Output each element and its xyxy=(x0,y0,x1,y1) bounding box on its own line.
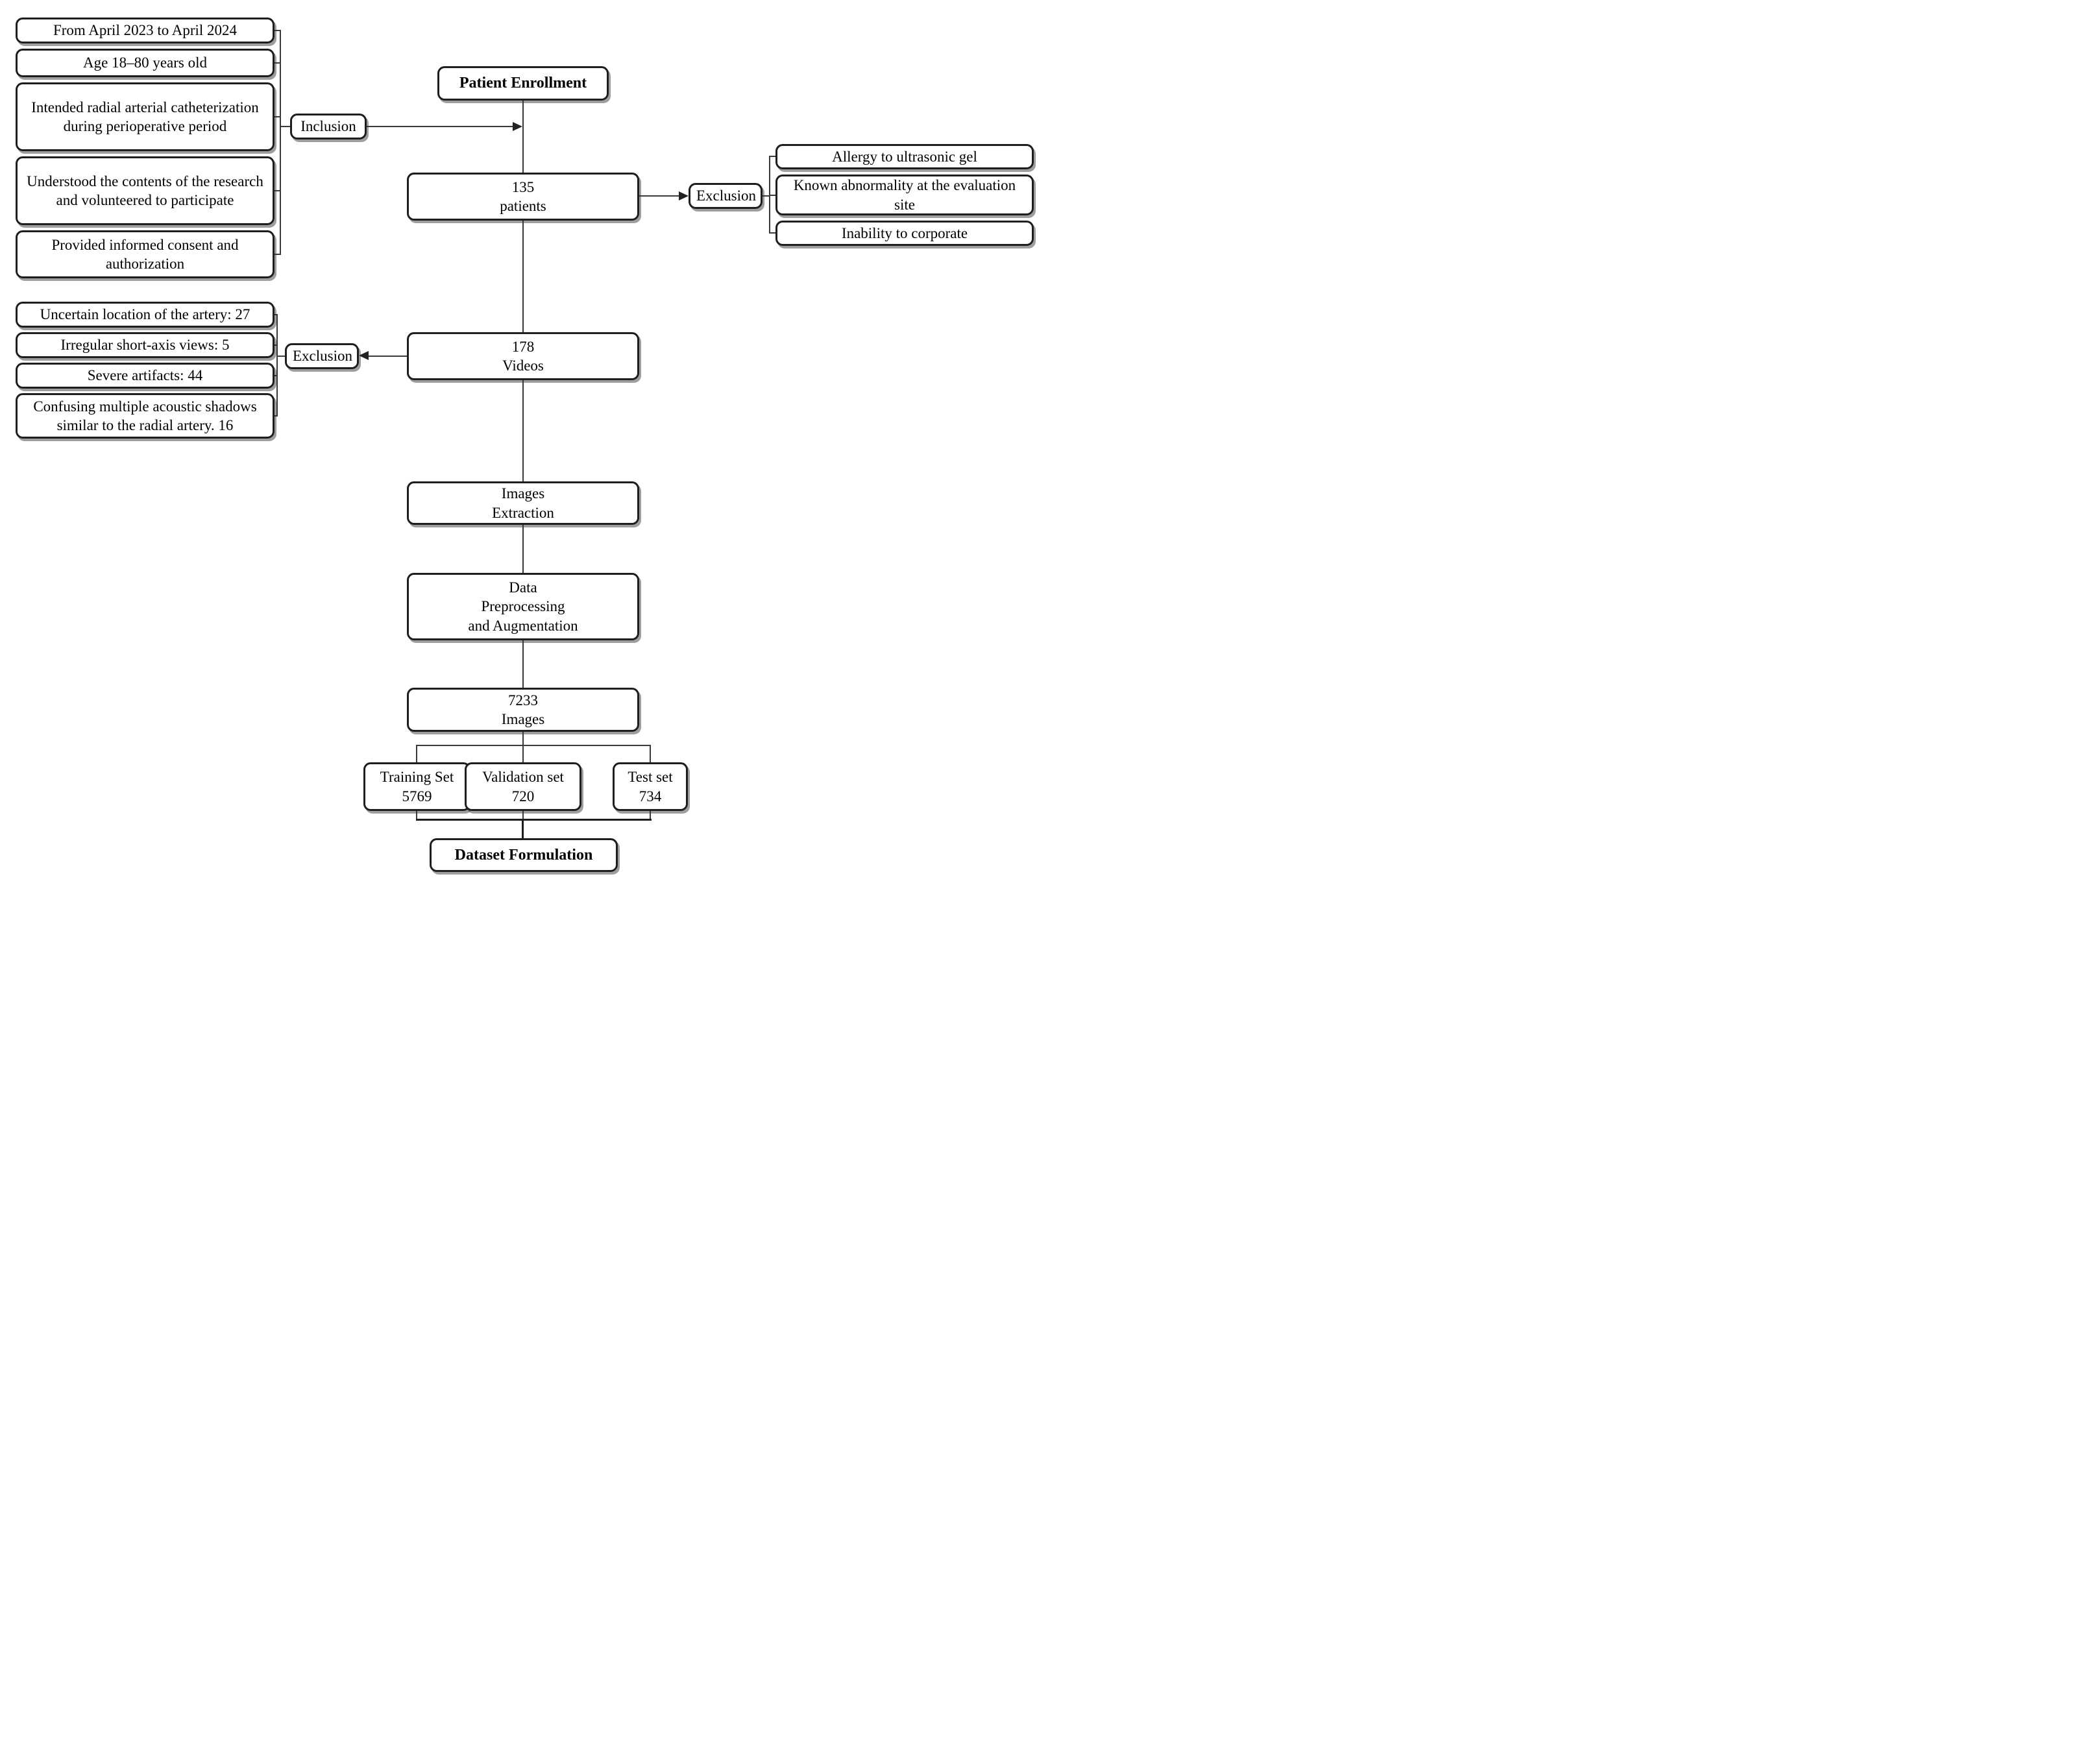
exclusion-videos-reason-text: Irregular short-axis views: 5 xyxy=(60,337,230,354)
inclusion-criterion-text: Intended radial arterial catheterization… xyxy=(31,99,259,134)
exclusion-videos-label-box: Exclusion xyxy=(285,343,359,369)
inclusion-bracket-stub-5 xyxy=(275,254,281,255)
exclusion-videos-bracket-connector xyxy=(277,356,285,357)
patients-exclusion-arrow-line xyxy=(639,195,681,197)
preprocessing-line3: and Augmentation xyxy=(468,617,578,634)
flow-line-patients-to-videos xyxy=(522,221,524,332)
exclusion-videos-stub-4 xyxy=(273,415,277,417)
inclusion-criterion-text: Provided informed consent and authorizat… xyxy=(51,236,239,272)
exclusion-videos-stub-2 xyxy=(273,344,277,346)
images-extraction-box: Images Extraction xyxy=(407,481,639,525)
inclusion-criterion-box-2: Age 18–80 years old xyxy=(16,49,275,77)
videos-count-value: 178 xyxy=(511,338,535,355)
inclusion-bracket-stub-3 xyxy=(275,116,281,117)
inclusion-criterion-box-5: Provided informed consent and authorizat… xyxy=(16,230,275,278)
exclusion-patients-reason-text: Inability to corporate xyxy=(841,224,968,241)
exclusion-patients-reason-box-2: Known abnormality at the evaluation site xyxy=(775,175,1034,215)
inclusion-bracket-stub-1 xyxy=(275,30,281,31)
exclusion-videos-stub-1 xyxy=(273,314,277,315)
flow-line-preprocessing-to-images xyxy=(522,640,524,688)
videos-count-label: Videos xyxy=(502,357,544,374)
exclusion-videos-reason-text: Uncertain location of the artery: 27 xyxy=(40,306,250,323)
inclusion-label-box: Inclusion xyxy=(290,114,367,139)
flow-line-merge-to-dataset xyxy=(522,819,524,838)
patient-enrollment-title: Patient Enrollment xyxy=(459,75,587,92)
images-total-box: 7233 Images xyxy=(407,688,639,732)
exclusion-patients-stub-1 xyxy=(769,156,776,157)
flow-line-extraction-to-preprocessing xyxy=(522,525,524,573)
preprocessing-line2: Preprocessing xyxy=(481,598,565,615)
training-set-label: Training Set xyxy=(380,769,454,786)
validation-set-value: 720 xyxy=(511,788,535,804)
flow-line-videos-to-extraction xyxy=(522,380,524,481)
inclusion-arrow-line xyxy=(367,126,514,127)
merge-bottom-line xyxy=(416,819,652,821)
patients-count-value: 135 xyxy=(511,178,535,195)
preprocessing-line1: Data xyxy=(509,579,537,596)
inclusion-bracket-connector xyxy=(280,126,290,127)
split-drop-training xyxy=(416,745,417,762)
inclusion-criterion-text: From April 2023 to April 2024 xyxy=(53,22,238,39)
inclusion-criterion-box-4: Understood the contents of the research … xyxy=(16,156,275,225)
patients-count-label: patients xyxy=(500,198,546,214)
patient-enrollment-box: Patient Enrollment xyxy=(437,66,609,101)
exclusion-videos-reason-box-3: Severe artifacts: 44 xyxy=(16,363,275,389)
flow-line-enrollment-to-patients xyxy=(522,101,524,173)
images-extraction-line2: Extraction xyxy=(492,504,554,521)
dataset-formulation-box: Dataset Formulation xyxy=(430,838,618,872)
inclusion-criterion-text: Understood the contents of the research … xyxy=(27,173,263,208)
test-set-box: Test set 734 xyxy=(613,762,688,811)
training-set-box: Training Set 5769 xyxy=(363,762,470,811)
merge-stub-test xyxy=(650,811,651,820)
exclusion-patients-label-box: Exclusion xyxy=(689,183,763,209)
exclusion-patients-reason-text: Allergy to ultrasonic gel xyxy=(832,148,977,165)
merge-stub-training xyxy=(416,811,417,820)
exclusion-videos-reason-text: Confusing multiple acoustic shadows simi… xyxy=(33,398,257,433)
exclusion-patients-reason-box-3: Inability to corporate xyxy=(775,221,1034,246)
exclusion-patients-stub-2 xyxy=(769,195,776,196)
exclusion-videos-reason-box-4: Confusing multiple acoustic shadows simi… xyxy=(16,393,275,439)
exclusion-videos-label: Exclusion xyxy=(293,348,352,365)
exclusion-patients-label: Exclusion xyxy=(696,187,756,204)
exclusion-patients-reason-box-1: Allergy to ultrasonic gel xyxy=(775,144,1034,169)
images-total-value: 7233 xyxy=(508,692,538,708)
split-top-line xyxy=(416,745,651,746)
inclusion-criterion-box-1: From April 2023 to April 2024 xyxy=(16,18,275,43)
videos-count-box: 178 Videos xyxy=(407,332,639,380)
inclusion-criterion-text: Age 18–80 years old xyxy=(83,54,207,71)
inclusion-label: Inclusion xyxy=(300,118,356,135)
validation-set-label: Validation set xyxy=(482,769,564,786)
patients-count-box: 135 patients xyxy=(407,173,639,221)
split-drop-test xyxy=(650,745,651,762)
videos-exclusion-arrow-line xyxy=(367,356,407,357)
exclusion-videos-reason-box-2: Irregular short-axis views: 5 xyxy=(16,332,275,358)
images-total-label: Images xyxy=(501,711,545,727)
inclusion-bracket-stub-2 xyxy=(275,62,281,64)
test-set-value: 734 xyxy=(639,788,662,804)
exclusion-videos-reason-box-1: Uncertain location of the artery: 27 xyxy=(16,302,275,328)
patients-exclusion-arrowhead-icon xyxy=(679,191,689,200)
videos-exclusion-arrowhead-icon xyxy=(359,351,369,360)
validation-set-box: Validation set 720 xyxy=(465,762,581,811)
flowchart-canvas: From April 2023 to April 2024 Age 18–80 … xyxy=(0,0,1044,882)
merge-stub-validation xyxy=(522,811,524,820)
preprocessing-box: Data Preprocessing and Augmentation xyxy=(407,573,639,640)
images-extraction-line1: Images xyxy=(501,485,545,502)
exclusion-patients-stub-3 xyxy=(769,232,776,234)
test-set-label: Test set xyxy=(628,769,673,786)
exclusion-videos-bracket-line xyxy=(276,314,278,417)
inclusion-arrowhead-icon xyxy=(513,122,522,131)
training-set-value: 5769 xyxy=(402,788,432,804)
flow-line-images-to-split xyxy=(522,732,524,762)
exclusion-patients-bracket-connector xyxy=(763,195,770,197)
exclusion-patients-reason-text: Known abnormality at the evaluation site xyxy=(793,177,1016,213)
dataset-formulation-title: Dataset Formulation xyxy=(454,846,593,864)
exclusion-videos-stub-3 xyxy=(273,375,277,376)
inclusion-bracket-stub-4 xyxy=(275,190,281,191)
inclusion-criterion-box-3: Intended radial arterial catheterization… xyxy=(16,82,275,151)
inclusion-bracket-line xyxy=(280,30,281,255)
exclusion-videos-reason-text: Severe artifacts: 44 xyxy=(87,367,203,384)
